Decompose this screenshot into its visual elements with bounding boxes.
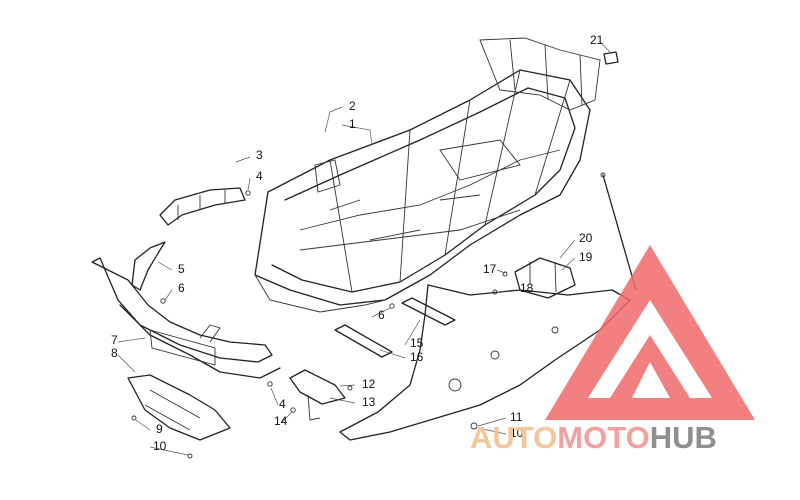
main-skid-plate <box>339 284 631 441</box>
callout-c14: 14 <box>274 414 288 428</box>
callout-c10a: 10 <box>153 439 167 453</box>
front-skid-plate <box>127 374 231 441</box>
callout-c19: 19 <box>579 250 593 264</box>
callout-c16: 16 <box>410 350 424 364</box>
callout-c17: 17 <box>483 262 497 276</box>
callout-c4a: 4 <box>256 169 263 183</box>
callout-c18: 18 <box>520 281 534 295</box>
callout-c9: 9 <box>156 422 163 436</box>
callout-c12: 12 <box>362 377 376 391</box>
callout-c15: 15 <box>410 336 424 350</box>
support-rod <box>600 172 637 291</box>
front-rack-bracket <box>159 187 246 226</box>
callout-c2: 2 <box>349 99 356 113</box>
callout-c6b: 6 <box>378 308 385 322</box>
center-bracket <box>289 369 346 421</box>
label-decal <box>603 51 619 65</box>
callout-c21: 21 <box>590 33 604 47</box>
callout-c20: 20 <box>579 231 593 245</box>
hardware <box>131 190 508 459</box>
callout-c6a: 6 <box>178 281 185 295</box>
front-bumper <box>91 257 281 379</box>
callout-c5: 5 <box>178 262 185 276</box>
callout-c3: 3 <box>256 148 263 162</box>
leader-lines <box>117 41 611 456</box>
callout-c10b: 10 <box>510 426 524 440</box>
callout-c4b: 4 <box>279 397 286 411</box>
floor-pads <box>334 297 456 358</box>
callout-c11: 11 <box>510 410 523 424</box>
front-bracket <box>131 241 166 291</box>
callout-c8: 8 <box>111 346 118 360</box>
main-frame <box>254 37 601 313</box>
watermark-moto: MOTO <box>557 420 649 455</box>
watermark-logo <box>545 245 755 420</box>
watermark-hub: HUB <box>650 420 717 455</box>
callout-c1: 1 <box>349 117 356 131</box>
callout-c13: 13 <box>362 395 376 409</box>
callout-c7: 7 <box>111 333 118 347</box>
watermark-text: AUTOMOTOHUB <box>470 420 717 455</box>
watermark-auto: AUTO <box>470 420 557 455</box>
